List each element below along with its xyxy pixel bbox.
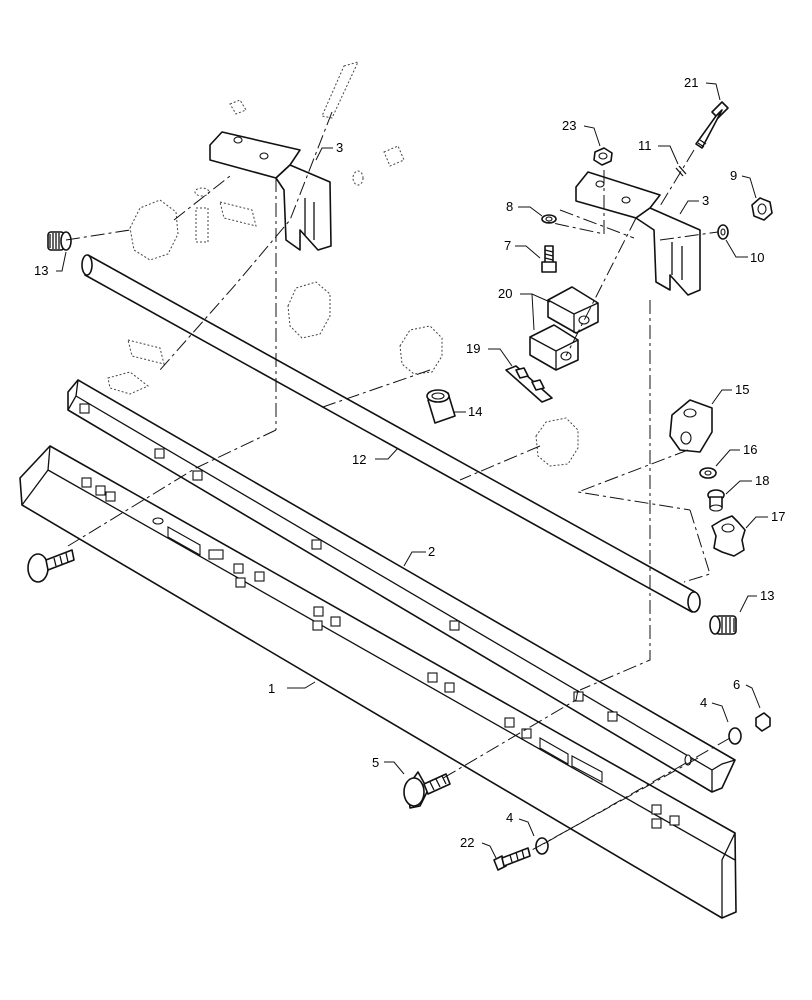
callout-10: 10 (750, 250, 764, 265)
callout-11: 11 (638, 138, 652, 153)
part-19-plate (505, 365, 553, 403)
part-13-plug-left (47, 231, 72, 251)
callout-5: 5 (372, 755, 379, 770)
callout-labels: 1 2 3 3 4 4 5 6 7 8 9 10 11 12 13 13 14 (34, 75, 785, 859)
part-5-carriage-bolt (403, 771, 451, 809)
part-22-bolt (493, 847, 531, 871)
callout-17: 17 (771, 509, 785, 524)
callout-18: 18 (755, 473, 769, 488)
part-8-washer (541, 214, 557, 224)
callout-20: 20 (498, 286, 512, 301)
callout-23: 23 (562, 118, 576, 133)
callout-9: 9 (730, 168, 737, 183)
part-13-plug-right (709, 615, 737, 635)
callout-3-left: 3 (336, 140, 343, 155)
part-12-tube (81, 254, 701, 613)
part-6-nut (755, 712, 771, 732)
part-7-bolt (541, 245, 557, 273)
callout-15: 15 (735, 382, 749, 397)
part-2-bar (67, 379, 736, 793)
part-17-star-knob (711, 515, 746, 557)
part-9-nut (751, 197, 773, 221)
callout-6: 6 (733, 677, 740, 692)
part-16-washer (699, 467, 717, 479)
callout-7: 7 (504, 238, 511, 253)
part-21-bolt (695, 101, 729, 149)
carriage-bolt-left (27, 549, 75, 583)
part-4-washer-lower (535, 837, 549, 855)
callout-3-right: 3 (702, 193, 709, 208)
part-1-plate (19, 445, 737, 919)
part-11-pin (675, 165, 687, 177)
part-4-washer-upper (728, 727, 742, 745)
part-15-knob (669, 399, 713, 453)
part-3-bracket-left (209, 131, 332, 251)
callout-4-upper: 4 (700, 695, 707, 710)
assembly-centerlines (65, 111, 731, 851)
callout-2: 2 (428, 544, 435, 559)
callout-13-left: 13 (34, 263, 48, 278)
part-18-spacer (707, 489, 725, 512)
callout-14: 14 (468, 404, 482, 419)
callout-8: 8 (506, 199, 513, 214)
callout-4-lower: 4 (506, 810, 513, 825)
callout-1: 1 (268, 681, 275, 696)
part-23-nut (593, 147, 613, 166)
callout-19: 19 (466, 341, 480, 356)
part-3-bracket-right (575, 171, 701, 296)
part-14-bushing (426, 389, 456, 424)
callout-21: 21 (684, 75, 698, 90)
part-10-washer (717, 224, 729, 240)
callout-12: 12 (352, 452, 366, 467)
callout-22: 22 (460, 835, 474, 850)
part-20-clamp (529, 286, 599, 371)
reference-parts-ghosted (107, 61, 579, 467)
callout-13-right: 13 (760, 588, 774, 603)
callout-16: 16 (743, 442, 757, 457)
